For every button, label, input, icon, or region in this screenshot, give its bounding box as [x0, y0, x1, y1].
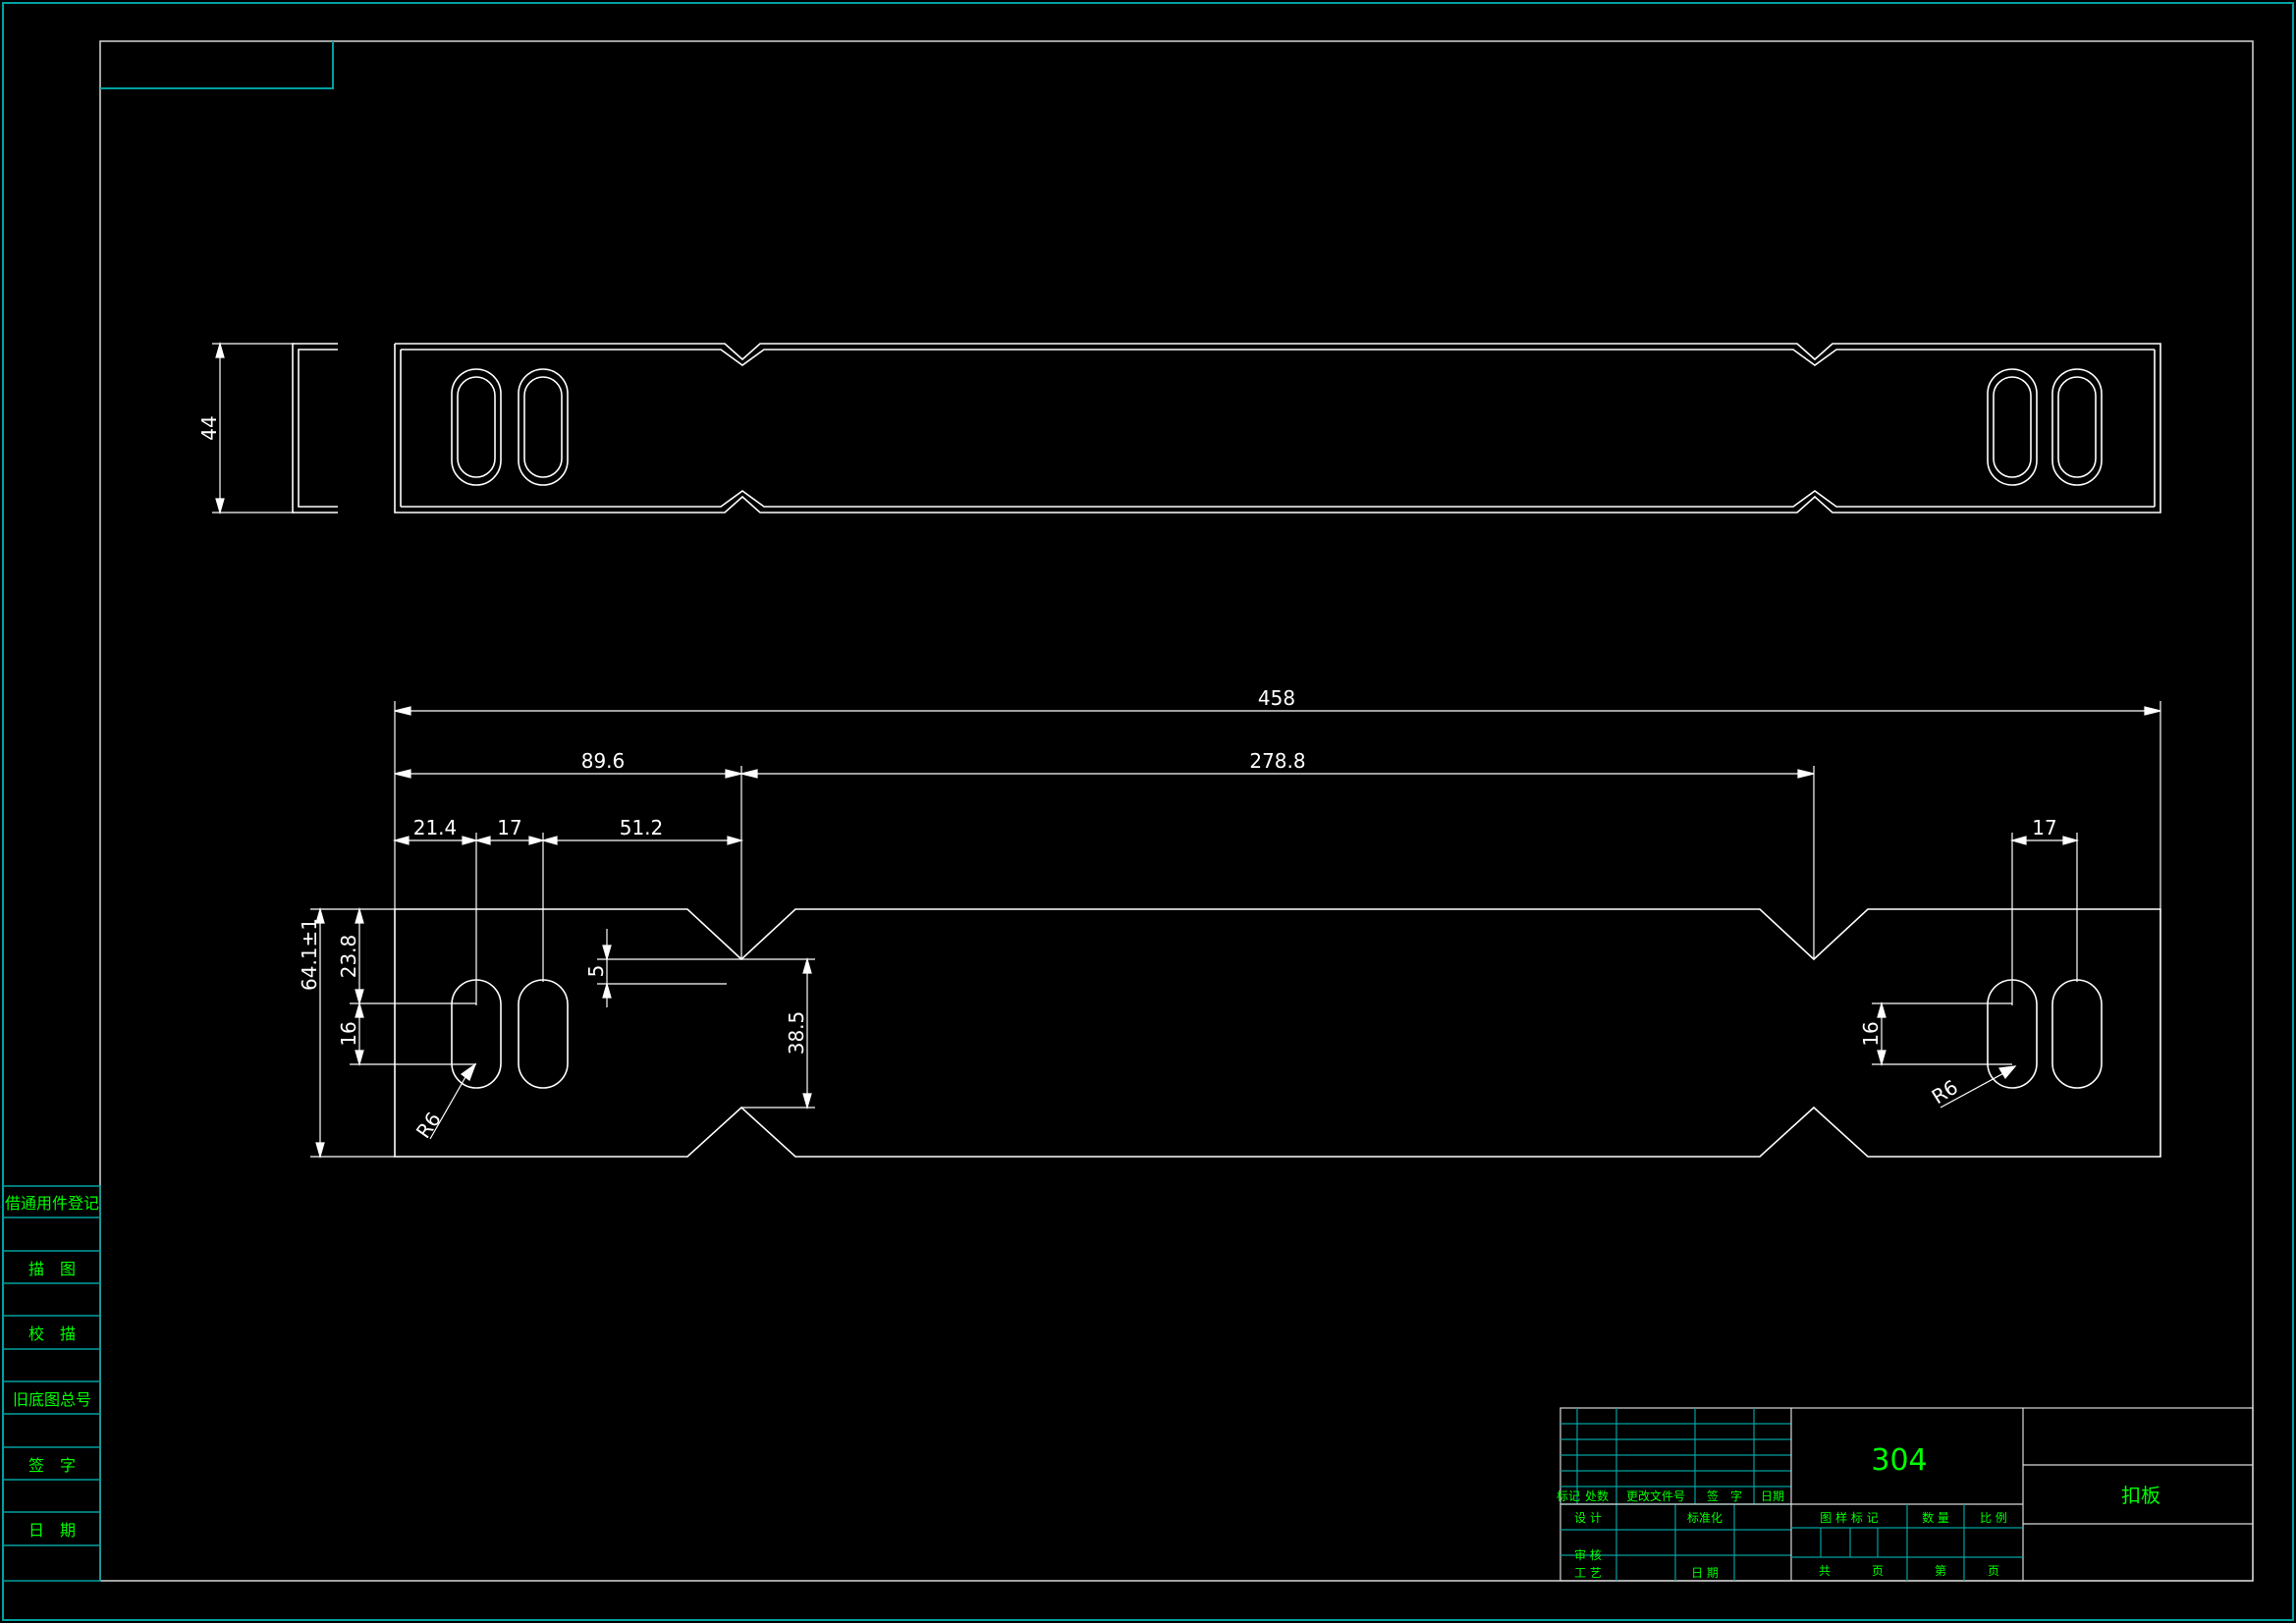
title-block [1559, 1407, 2254, 1582]
side-row-1: 借通用件登记 [5, 1194, 99, 1213]
dim-5: 5 [584, 965, 608, 978]
side-row-5: 签 字 [28, 1456, 76, 1475]
side-row-2: 描 图 [28, 1260, 76, 1278]
dim-458: 458 [1258, 686, 1295, 710]
side-view [292, 343, 2161, 514]
dim-17-left: 17 [497, 816, 521, 839]
side-row-4: 旧底图总号 [13, 1390, 91, 1409]
dim-21-4: 21.4 [413, 816, 458, 839]
dim-16-left: 16 [337, 1021, 360, 1046]
flat-dimension-lines [310, 701, 2161, 1160]
process-label: 工 艺 [1574, 1566, 1602, 1580]
quantity-label: 数 量 [1922, 1510, 1949, 1525]
hdr-date: 日期 [1761, 1489, 1784, 1503]
side-slot-4 [2051, 368, 2103, 486]
dim-64-1: 64.1±1 [298, 918, 321, 991]
scale-label: 比 例 [1980, 1511, 2007, 1525]
dim-51-2: 51.2 [620, 816, 664, 839]
side-slot-2 [518, 368, 569, 486]
hdr-change-doc: 更改文件号 [1626, 1488, 1685, 1503]
hdr-count: 处数 [1585, 1488, 1609, 1503]
dim-17-right: 17 [2032, 816, 2056, 839]
side-registration-panel [2, 1185, 101, 1582]
side-row-3: 校 描 [28, 1325, 76, 1343]
side-slot-1 [451, 368, 502, 486]
total-label: 共 [1819, 1564, 1831, 1578]
dim-89-6: 89.6 [581, 749, 626, 773]
hdr-sign: 签 字 [1707, 1488, 1742, 1503]
sheet-word-1: 页 [1872, 1564, 1884, 1578]
dim-38-5: 38.5 [785, 1011, 808, 1055]
dim-44 [212, 341, 295, 515]
part-name-label: 扣板 [2121, 1484, 2160, 1507]
standardize-label: 标准化 [1687, 1511, 1722, 1525]
dim-278-8: 278.8 [1249, 749, 1305, 773]
page-no-label: 第 [1935, 1564, 1946, 1578]
dim-23-8: 23.8 [337, 935, 360, 979]
material-label: 304 [1871, 1443, 1927, 1478]
date-label: 日 期 [1691, 1566, 1719, 1580]
stage-mark-label: 图 样 标 记 [1820, 1510, 1878, 1525]
review-label: 审 核 [1574, 1547, 1602, 1562]
sheet-word-2: 页 [1988, 1564, 1999, 1578]
dim-16-right: 16 [1859, 1021, 1883, 1046]
hdr-mark: 标记 [1557, 1489, 1580, 1503]
side-row-6: 日 期 [28, 1521, 76, 1540]
design-label: 设 计 [1574, 1511, 1602, 1525]
side-slot-3 [1987, 368, 2038, 486]
dim-44-label: 44 [197, 415, 221, 440]
